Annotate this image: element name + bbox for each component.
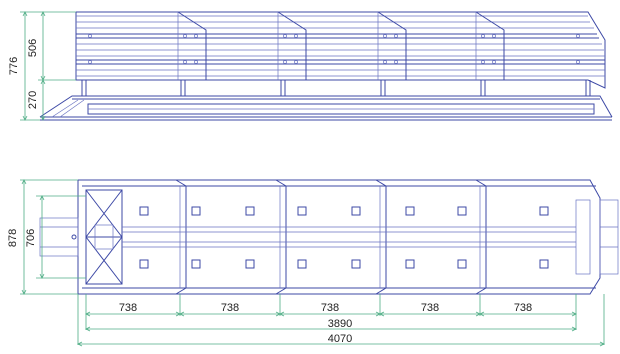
dim-segment-1: 738 — [119, 302, 137, 314]
top-view: 878 706 738 738 738 738 738 3890 — [7, 179, 619, 347]
side-view: 776 506 270 — [8, 11, 613, 121]
dim-segment-2: 738 — [221, 302, 239, 314]
side-view-dimensions: 776 506 270 — [8, 11, 76, 121]
dim-overall-length: 4070 — [328, 333, 352, 345]
dim-lower-height: 270 — [27, 91, 39, 109]
side-view-posts — [81, 80, 591, 96]
dim-segment-4: 738 — [421, 302, 439, 314]
dim-upper-height: 506 — [27, 39, 39, 57]
top-view-dimensions: 878 706 738 738 738 738 738 3890 — [7, 179, 605, 347]
top-view-bolts — [139, 206, 549, 269]
top-view-frame — [39, 179, 619, 295]
side-view-base — [39, 95, 613, 121]
dim-inner-length: 3890 — [328, 318, 352, 330]
dim-total-height: 776 — [8, 57, 20, 75]
dim-segment-3: 738 — [321, 302, 339, 314]
top-view-bracing — [85, 189, 123, 285]
dim-outer-width: 878 — [7, 229, 19, 247]
side-view-panel — [75, 11, 606, 89]
dim-inner-width: 706 — [25, 229, 37, 247]
top-view-sections — [122, 179, 591, 295]
dim-segment-5: 738 — [514, 302, 532, 314]
